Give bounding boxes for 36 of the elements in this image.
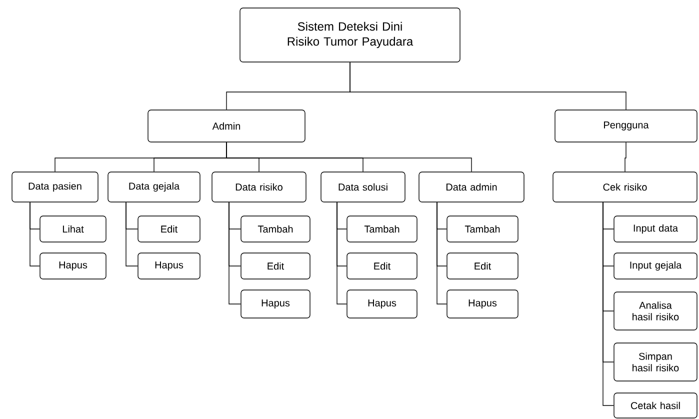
category-box: Pengguna — [554, 110, 698, 142]
action-box: Simpan hasil risiko — [614, 342, 698, 382]
action-box: Cetak hasil — [614, 392, 698, 418]
connector-line — [226, 142, 472, 172]
action-box: Edit — [346, 252, 418, 280]
action-box: Hapus — [446, 290, 518, 318]
menu-box: Cek risiko — [552, 172, 698, 202]
action-box: Tambah — [240, 216, 310, 242]
action-box: Input gejala — [614, 252, 698, 280]
menu-box: Data risiko — [212, 172, 306, 202]
action-box: Analisa hasil risiko — [614, 292, 698, 330]
menu-box: Data solusi — [320, 172, 406, 202]
menu-box: Data admin — [418, 172, 524, 202]
connector-line — [624, 142, 626, 172]
connector-line — [350, 62, 626, 110]
action-box: Hapus — [138, 252, 200, 280]
action-box: Tambah — [346, 216, 418, 242]
connector-line — [228, 202, 241, 304]
action-box: Tambah — [446, 216, 518, 242]
action-box: Edit — [138, 216, 200, 242]
menu-box: Data pasien — [12, 172, 98, 202]
action-box: Hapus — [40, 252, 106, 280]
action-box: Hapus — [346, 290, 418, 318]
action-box: Edit — [240, 252, 310, 280]
action-box: Lihat — [40, 216, 106, 242]
connector-line — [126, 202, 138, 266]
menu-box: Data gejala — [108, 172, 200, 202]
connector-line — [336, 202, 347, 304]
connector-line — [602, 202, 614, 406]
action-box: Edit — [446, 252, 518, 280]
title-box: Sistem Deteksi Dini Risiko Tumor Payudara — [240, 8, 460, 62]
action-box: Input data — [614, 216, 698, 242]
connector-line — [30, 202, 40, 266]
category-box: Admin — [148, 110, 306, 142]
connector-line — [436, 202, 447, 304]
action-box: Hapus — [240, 290, 310, 318]
